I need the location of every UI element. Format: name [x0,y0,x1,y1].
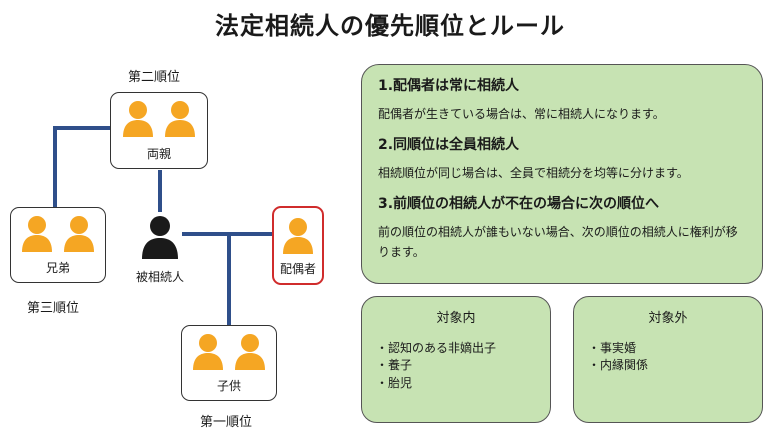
children-label: 子供 [216,379,241,393]
person-icon [234,334,265,370]
page-title: 法定相続人の優先順位とルール [215,12,565,40]
scope-out-heading: 対象外 [648,311,688,326]
rule-text: 相続順位が同じ場合は、全員で相続分を均等に分けます。 [378,166,689,181]
rank-first: 第一順位 [200,415,253,430]
spouse-label: 配偶者 [279,262,316,276]
person-icon [22,216,53,252]
siblings-box: 兄弟 [10,207,106,283]
person-icon [283,218,313,254]
deceased-label: 被相続人 [135,270,184,284]
list-item: 養子 [376,357,550,374]
children-box: 子供 [181,325,277,401]
siblings-label: 兄弟 [45,261,70,275]
rank-third: 第三順位 [27,301,80,316]
list-item: 認知のある非嫡出子 [376,340,550,357]
rule-heading: 1.配偶者は常に相続人 [378,78,520,94]
list-item: 内縁関係 [588,357,762,374]
rule-text: 配偶者が生きている場合は、常に相続人になります。 [378,107,665,121]
person-icon [193,334,224,370]
rank-second: 第二順位 [128,70,181,85]
spouse-box: 配偶者 [272,206,324,285]
rule-heading: 2.同順位は全員相続人 [378,137,520,154]
list-item: 事実婚 [588,340,762,357]
parents-label: 両親 [146,147,171,161]
person-icon [123,101,154,137]
rule-text: 前の順位の相続人が誰もいない場合、次の順位の相続人に権利が移ります。 [378,225,738,259]
deceased-icon [142,216,178,259]
rule-heading: 3.前順位の相続人が不在の場合に次の順位へ [378,196,660,213]
person-icon [63,216,94,252]
scope-in-heading: 対象内 [436,311,476,326]
person-icon [164,101,195,137]
rules-panel: 1.配偶者は常に相続人 配偶者が生きている場合は、常に相続人になります。 2.同… [361,64,763,284]
scope-out-panel: 対象外 事実婚 内縁関係 [573,296,763,423]
list-item: 胎児 [376,375,550,392]
parents-box: 両親 [110,92,208,169]
scope-in-panel: 対象内 認知のある非嫡出子 養子 胎児 [361,296,551,423]
